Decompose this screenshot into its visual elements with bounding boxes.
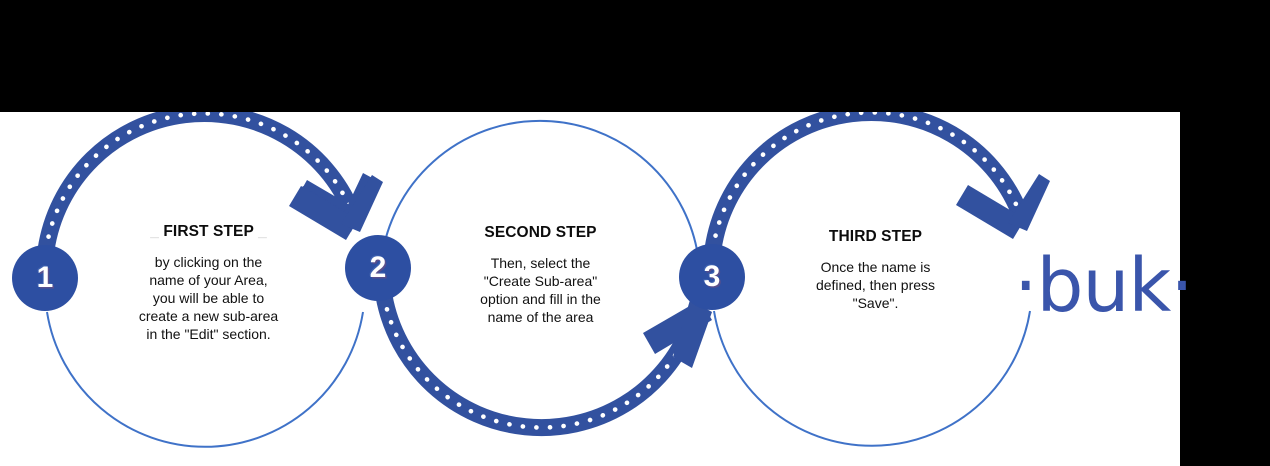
- thin-arc-step-2: [380, 119, 700, 264]
- step-number-2: 2: [369, 251, 387, 284]
- arrow-step-3-to-logo: [956, 174, 1050, 239]
- step-title-text-1: FIRST STEP: [163, 223, 254, 240]
- step-block-3: THIRD STEP Once the name is defined, the…: [773, 228, 978, 313]
- arrow-step-2-to-3: [643, 300, 712, 368]
- step-block-1: _ FIRST STEP _ by clicking on the name o…: [106, 223, 311, 344]
- step-block-2: SECOND STEP Then, select the "Create Sub…: [438, 224, 643, 327]
- step-number-1: 1: [36, 261, 54, 294]
- step-body-1: by clicking on the name of your Area, yo…: [138, 254, 279, 342]
- step-body-2: Then, select the "Create Sub-area" optio…: [480, 255, 601, 325]
- step-number-3: 3: [703, 260, 721, 293]
- arrow-step-1-to-2: [289, 173, 383, 240]
- step-title-dash-left-1: _: [150, 223, 159, 240]
- step-title-text-2: SECOND STEP: [484, 224, 597, 241]
- band-dots-step-2: [381, 293, 693, 430]
- step-title-3: THIRD STEP: [773, 228, 978, 246]
- thin-arc-step-3: [713, 310, 1031, 447]
- band-dots-step-1: [43, 112, 355, 253]
- band-dots-step-3: [710, 112, 1022, 252]
- step-title-1: _ FIRST STEP _: [106, 223, 311, 241]
- step-badge-1[interactable]: 1: [12, 245, 78, 311]
- step-title-2: SECOND STEP: [438, 224, 643, 242]
- step-body-3: Once the name is defined, then press "Sa…: [815, 259, 936, 311]
- step-title-dash-right-1: _: [258, 223, 267, 240]
- step-title-text-3: THIRD STEP: [828, 228, 923, 245]
- step-badge-3[interactable]: 3: [679, 244, 745, 310]
- buk-logo: ·buk·: [1014, 243, 1194, 329]
- white-content-panel: [0, 112, 1180, 466]
- thin-arc-step-1: [46, 311, 364, 448]
- step-badge-2[interactable]: 2: [345, 235, 411, 301]
